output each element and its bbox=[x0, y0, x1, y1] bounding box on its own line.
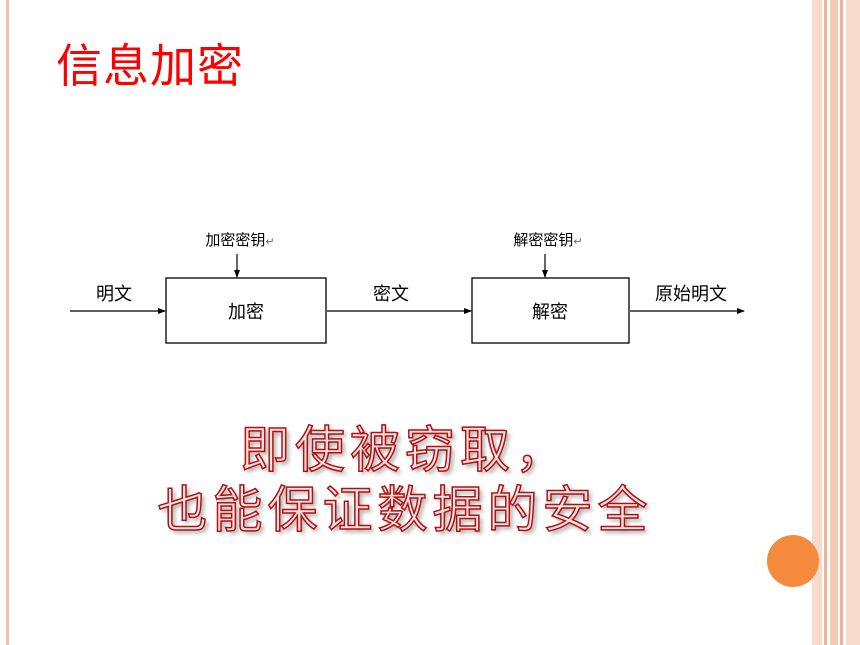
output-label: 原始明文 bbox=[655, 284, 727, 305]
decrypt-box-label: 解密 bbox=[532, 302, 568, 323]
encrypt-box-label: 加密 bbox=[228, 302, 264, 323]
left-border bbox=[6, 0, 9, 645]
cipher-label: 密文 bbox=[373, 284, 409, 305]
slogan-line-2: 也能保证数据的安全 bbox=[157, 480, 653, 540]
encrypt-box bbox=[165, 277, 327, 344]
right-decorative-stripes bbox=[812, 0, 860, 645]
orange-circle-decoration bbox=[767, 535, 819, 587]
input-label: 明文 bbox=[96, 284, 132, 305]
decrypt-key-label: 解密密钥↵ bbox=[513, 231, 582, 249]
decrypt-box bbox=[471, 277, 630, 344]
page-title: 信息加密 bbox=[56, 39, 244, 93]
encrypt-key-label: 加密密钥↵ bbox=[205, 231, 274, 249]
slogan-line-1: 即使被窃取， bbox=[239, 420, 570, 480]
